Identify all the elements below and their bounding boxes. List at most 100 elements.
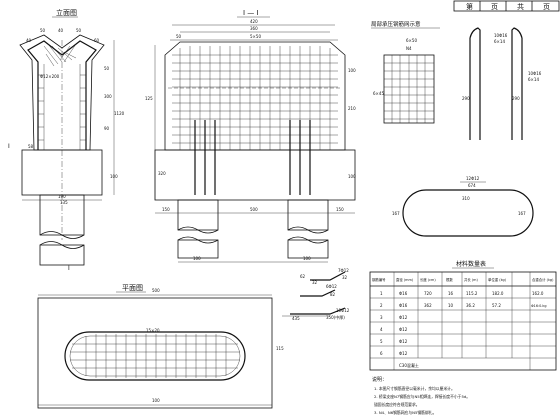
loop-label-top: 12Φ12 xyxy=(466,176,480,181)
table-header-5: 单位重 (kg) xyxy=(488,277,507,282)
section-base-dim-1: 150 xyxy=(162,207,170,212)
title-block: 第 页 共 页 xyxy=(453,0,560,12)
table-r2-c7: Φ16:0.kg xyxy=(531,304,546,308)
section-mark-left: I xyxy=(8,143,10,150)
loop-dim-left: 167 xyxy=(392,211,400,216)
title-page-label: 页 xyxy=(491,3,498,11)
table-r1-c3: 720 xyxy=(424,291,432,296)
table-header-4: 共长 (m) xyxy=(464,277,478,282)
elevation-view: 立面图 40 xyxy=(8,8,125,272)
note-line-1: 1. 本图尺寸钢筋直径以毫米计，余均以厘米计。 xyxy=(374,386,455,391)
mesh-dim-label: N4 xyxy=(406,46,412,51)
mesh-dim-side: 6×45 xyxy=(373,91,384,96)
elev-dim-13: 190 xyxy=(58,194,66,199)
section-height-dim-2: 210 xyxy=(348,106,356,111)
loop-dim-right: 167 xyxy=(518,211,526,216)
hook-label-4: 6×14 xyxy=(528,77,539,82)
title-sheet-label: 第 xyxy=(466,2,473,11)
table-r5-c2: Φ12 xyxy=(399,339,408,344)
section-height-dim-3: 100 xyxy=(348,174,356,179)
mesh-detail: 局部承压钢筋网示意 6×50 N4 6×45 xyxy=(371,20,440,124)
section-base-dim-3: 150 xyxy=(336,207,344,212)
plan-dim-side: 115 xyxy=(276,346,284,351)
table-header-6: 合重合计 (kg) xyxy=(532,277,554,282)
section-top-dim-2: 360 xyxy=(250,26,258,31)
elev-dim-2: 50 xyxy=(40,28,46,33)
elev-dim-9: 1120 xyxy=(114,111,125,116)
elev-dim-6: 50 xyxy=(104,66,110,71)
loop-dim-mid: 310 xyxy=(462,196,470,201)
title-pages-label: 页 xyxy=(543,3,550,11)
plan-view: 平面图 500 115 15×20 100 xyxy=(37,284,284,409)
bend-1-sub: 32 xyxy=(342,275,348,280)
note-line-2: 2. 桥梁支座N7钢筋应与N5相焊连，焊接长度不小于5d。 xyxy=(374,394,470,399)
bent-bars: 7Φ12 32 6Φ12 82 10Φ12 350(中厚) 62 32 435 xyxy=(282,268,350,321)
section-width-dim-2: 320 xyxy=(158,171,166,176)
section-pile-dim-2: 100 xyxy=(303,256,311,261)
table-r3-c2: Φ12 xyxy=(399,315,408,320)
section-height-dim-1: 100 xyxy=(348,68,356,73)
notes-heading: 说明： xyxy=(372,376,387,383)
table-header-1: 直径 (mm) xyxy=(396,277,414,282)
hook-label-1: 10Φ16 xyxy=(494,33,508,38)
title-total-label: 共 xyxy=(517,2,524,11)
table-r2-c6: 57.2 xyxy=(492,303,501,308)
bend-dim-3: 435 xyxy=(292,316,300,321)
mesh-detail-title: 局部承压钢筋网示意 xyxy=(371,20,421,28)
bend-2-sub: 82 xyxy=(330,292,336,297)
bend-2-label: 6Φ12 xyxy=(326,284,337,289)
elev-dim-3: 40 xyxy=(58,28,64,33)
bend-dim-2: 32 xyxy=(312,280,318,285)
bend-3-sub: 350(中厚) xyxy=(326,314,345,320)
section-width-dim-1: 125 xyxy=(145,96,153,101)
elev-dim-4: 50 xyxy=(76,28,82,33)
table-r1-c1: 1 xyxy=(380,291,383,296)
section-title: I — I xyxy=(243,9,259,17)
bend-dim-1: 62 xyxy=(300,274,306,279)
table-r3-c1: 3 xyxy=(380,315,383,320)
table-r1-c6: 182.0 xyxy=(492,291,504,296)
table-r2-c4: 10 xyxy=(448,303,454,308)
note-line-4: 3. N4、N6钢筋网应与N5钢筋绑扎。 xyxy=(374,410,436,415)
note-line-3: 锚固长度应符合规范要求。 xyxy=(374,402,420,407)
elev-dim-8: 90 xyxy=(104,126,110,131)
section-pile-dim-1: 100 xyxy=(193,256,201,261)
elev-rebar-note: Φ12×200 xyxy=(40,74,60,79)
elev-dim-12: 135 xyxy=(60,200,68,205)
bend-1-label: 7Φ12 xyxy=(338,268,349,273)
hook-side-dim-2: 290 xyxy=(512,96,520,101)
table-r7-c2: C30混凝土 xyxy=(399,362,419,368)
table-title: 材料数量表 xyxy=(456,260,486,268)
notes: 说明： 1. 本图尺寸钢筋直径以毫米计，余均以厘米计。 2. 桥梁支座N7钢筋应… xyxy=(372,376,470,415)
section-view: I — I 420 360 50 5×50 xyxy=(145,9,356,263)
table-r1-c7: 162.0 xyxy=(532,291,544,296)
section-top-dim-3: 50 xyxy=(176,34,182,39)
table-r1-c2: Φ16 xyxy=(399,291,408,296)
elev-dim-10: 58 xyxy=(28,144,34,149)
elev-dim-1: 40 xyxy=(26,38,32,43)
loop-label-bottom: 674 xyxy=(468,183,476,188)
plan-title: 平面图 xyxy=(122,284,143,292)
elev-dim-5: 60 xyxy=(94,38,100,43)
table-r6-c2: Φ12 xyxy=(399,351,408,356)
elevation-title: 立面图 xyxy=(56,8,77,17)
section-mark-bottom: I xyxy=(68,265,70,272)
table-r4-c1: 4 xyxy=(380,327,383,332)
table-r2-c5: 36.2 xyxy=(466,303,475,308)
table-r6-c1: 6 xyxy=(380,351,383,356)
table-r1-c5: 115.2 xyxy=(466,291,478,296)
section-rebar-grid xyxy=(172,46,338,150)
plan-dim-top: 500 xyxy=(152,288,160,293)
table-header-2: 长度 (cm) xyxy=(420,277,436,282)
bend-3-label: 10Φ12 xyxy=(336,308,350,313)
table-r1-c4: 16 xyxy=(448,291,454,296)
mesh-dim-top: 6×50 xyxy=(406,38,417,43)
section-base-dim-2: 500 xyxy=(250,207,258,212)
material-table: 材料数量表 钢筋编号 直径 (mm) 长度 (cm) 根数 共长 (m) 单位重… xyxy=(369,260,557,371)
table-header-3: 根数 xyxy=(446,277,453,282)
plan-dim-bars: 15×20 xyxy=(146,328,160,333)
section-top-dim-4: 5×50 xyxy=(250,34,261,39)
table-header-0: 钢筋编号 xyxy=(372,277,386,282)
table-r5-c1: 5 xyxy=(380,339,383,344)
